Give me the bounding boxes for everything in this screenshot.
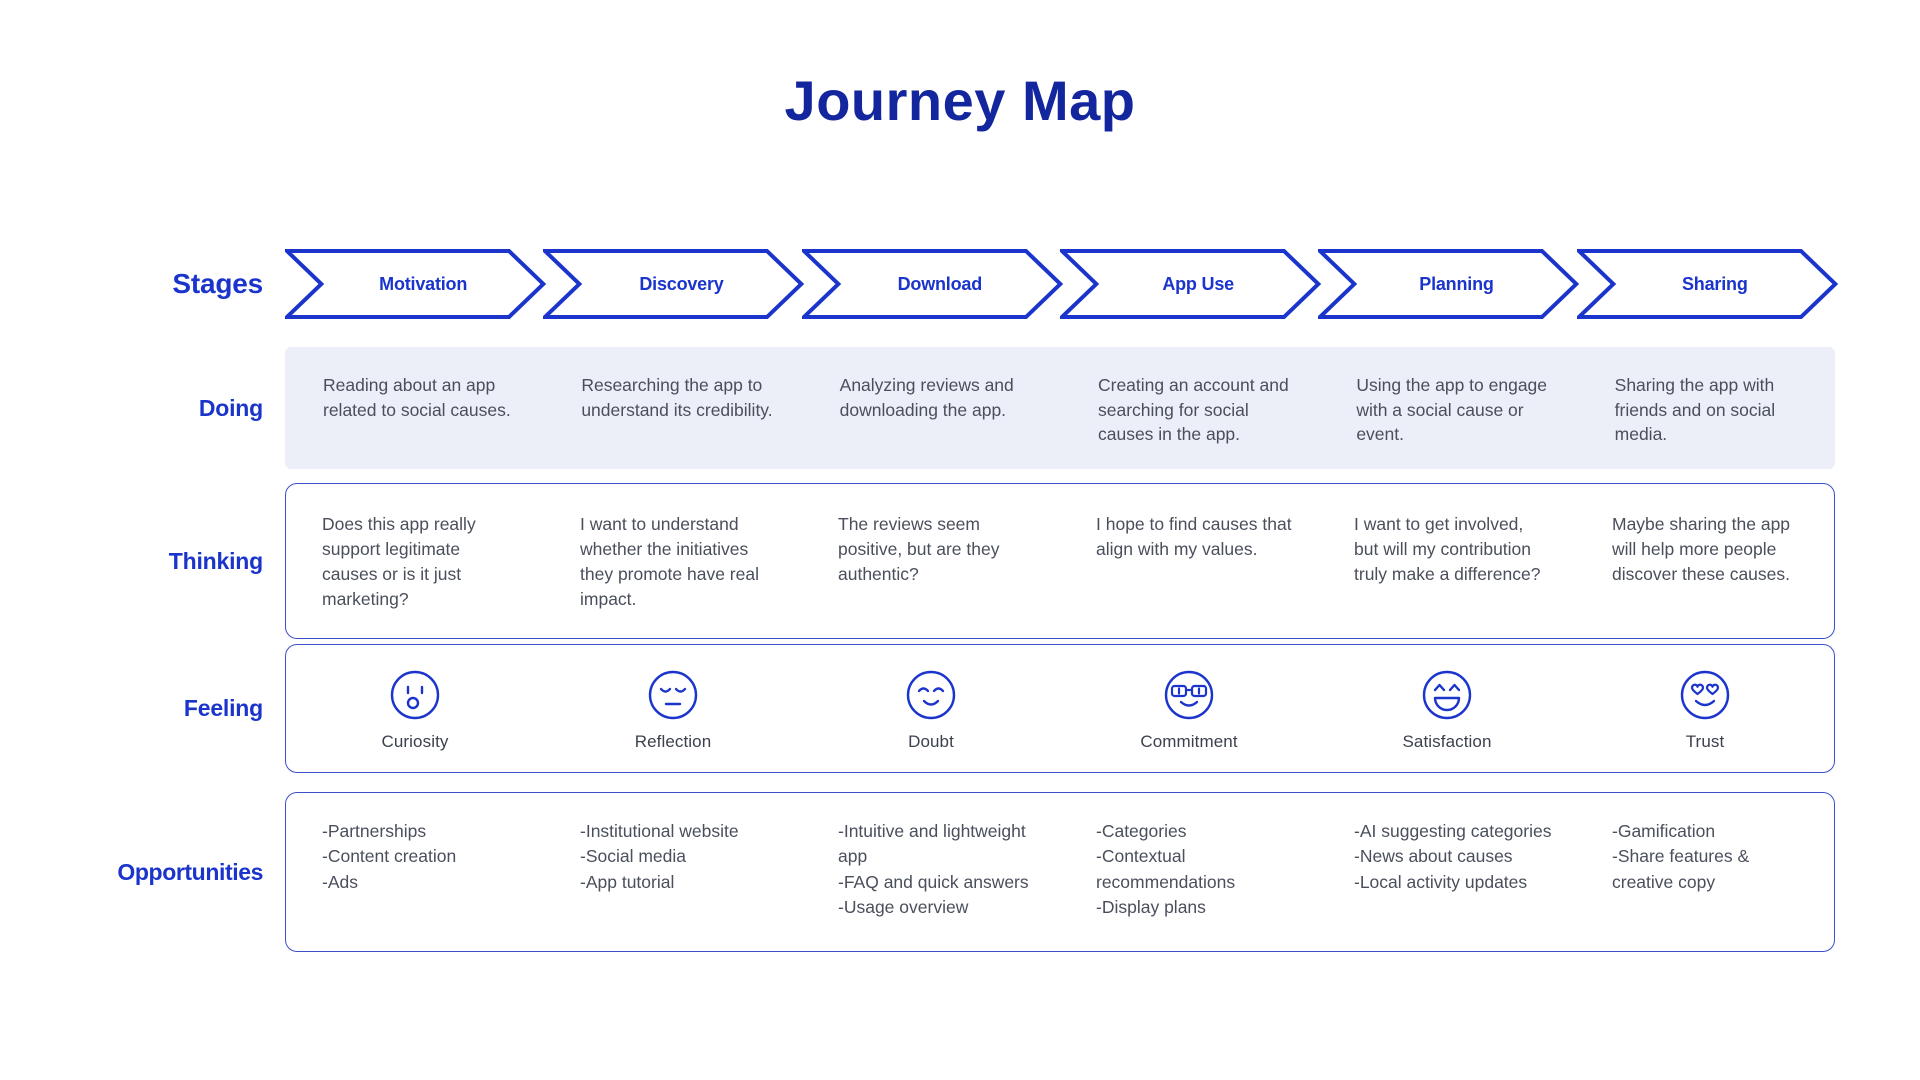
doing-cell: Reading about an app related to social c…	[285, 373, 543, 448]
face-glasses-icon	[1164, 670, 1214, 719]
thinking-text: Maybe sharing the app will help more peo…	[1612, 514, 1791, 584]
thinking-text: I want to get involved, but will my cont…	[1354, 514, 1541, 584]
stages-row-body: Motivation Discovery	[285, 248, 1838, 320]
stage-cell[interactable]: App Use	[1059, 248, 1322, 320]
doing-cell: Using the app to engage with a social ca…	[1318, 373, 1576, 448]
opportunities-text: -Institutional website -Social media -Ap…	[580, 821, 739, 892]
stage-label: Discovery	[639, 273, 724, 294]
doing-cell: Researching the app to understand its cr…	[543, 373, 801, 448]
chevron-shape-icon	[1059, 249, 1322, 319]
feeling-label: Reflection	[634, 731, 712, 751]
stage-label: Sharing	[1682, 273, 1748, 294]
thinking-text: Does this app really support legitimate …	[322, 514, 476, 609]
face-closed-eyes-icon	[648, 670, 698, 719]
chevron-shape-icon	[1576, 249, 1838, 319]
feeling-cell: Reflection	[544, 669, 802, 752]
feeling-panel: Curiosity Reflection	[285, 643, 1835, 773]
doing-row: Doing Reading about an app related to so…	[0, 343, 1920, 473]
opportunities-row: Opportunities -Partnerships -Content cre…	[0, 788, 1920, 956]
feeling-label: Trust	[1685, 731, 1725, 751]
stage-chevron-sharing[interactable]: Sharing	[1576, 248, 1839, 320]
stage-cell[interactable]: Motivation	[285, 248, 547, 320]
stage-chevron-planning[interactable]: Planning	[1318, 248, 1580, 320]
doing-row-body: Reading about an app related to social c…	[285, 346, 1835, 470]
doing-text: Analyzing reviews and downloading the ap…	[839, 374, 1014, 420]
face-surprised-icon	[390, 670, 440, 719]
doing-cell: Creating an account and searching for so…	[1060, 373, 1318, 448]
page-title: Journey Map	[784, 69, 1136, 132]
opportunities-cell: -AI suggesting categories -News about ca…	[1318, 819, 1576, 927]
feeling-cell: Satisfaction	[1318, 669, 1576, 752]
opportunities-cell: -Categories -Contextual recommendations …	[1060, 819, 1318, 927]
thinking-panel: Does this app really support legitimate …	[285, 483, 1835, 639]
opportunities-panel: -Partnerships -Content creation -Ads -In…	[285, 792, 1835, 952]
doing-text: Sharing the app with friends and on soci…	[1614, 374, 1776, 445]
face-heart-eyes-icon	[1680, 670, 1730, 719]
opportunities-row-label: Opportunities	[117, 858, 263, 885]
opportunities-cell: -Institutional website -Social media -Ap…	[544, 819, 802, 927]
feeling-cell: Curiosity	[286, 669, 544, 752]
doing-panel: Reading about an app related to social c…	[285, 346, 1835, 470]
stage-chevron-app-use[interactable]: App Use	[1059, 248, 1322, 320]
thinking-cell: I hope to find causes that align with my…	[1060, 512, 1318, 611]
chevron-shape-icon	[801, 249, 1063, 319]
stage-cell[interactable]: Sharing	[1576, 248, 1838, 320]
thinking-row-label: Thinking	[168, 547, 263, 574]
stages-row: Stages Motivation Di	[0, 245, 1920, 323]
stages-cells: Motivation Discovery	[285, 248, 1838, 320]
stage-label: Planning	[1419, 273, 1494, 294]
stage-label: App Use	[1162, 273, 1234, 294]
stages-row-label: Stages	[172, 268, 263, 299]
stage-cell[interactable]: Download	[801, 248, 1063, 320]
opportunities-text: -Partnerships -Content creation -Ads	[322, 821, 457, 892]
chevron-shape-icon	[285, 249, 547, 319]
thinking-row-body: Does this app really support legitimate …	[285, 483, 1835, 639]
feeling-row: Feeling Curiosity	[0, 642, 1920, 774]
opportunities-row-body: -Partnerships -Content creation -Ads -In…	[285, 792, 1835, 952]
doing-row-label: Doing	[198, 394, 263, 421]
feeling-label: Satisfaction	[1402, 731, 1492, 751]
feeling-label: Curiosity	[381, 731, 449, 751]
feeling-label: Doubt	[908, 731, 954, 751]
opportunities-text: -AI suggesting categories -News about ca…	[1354, 821, 1552, 892]
stage-chevron-motivation[interactable]: Motivation	[285, 248, 547, 320]
stage-label: Motivation	[379, 273, 468, 294]
stage-cell[interactable]: Planning	[1318, 248, 1580, 320]
thinking-cell: Does this app really support legitimate …	[286, 512, 544, 611]
thinking-text: The reviews seem positive, but are they …	[838, 514, 1000, 584]
opportunities-text: -Gamification -Share features & creative…	[1612, 821, 1750, 892]
stage-chevron-discovery[interactable]: Discovery	[543, 248, 805, 320]
face-grin-icon	[1422, 670, 1472, 719]
doing-text: Creating an account and searching for so…	[1097, 374, 1289, 445]
feeling-label: Commitment	[1140, 731, 1238, 751]
doing-cell: Analyzing reviews and downloading the ap…	[802, 373, 1060, 448]
thinking-cell: Maybe sharing the app will help more peo…	[1576, 512, 1834, 611]
opportunities-text: -Intuitive and lightweight app -FAQ and …	[838, 821, 1029, 918]
opportunities-cell: -Partnerships -Content creation -Ads	[286, 819, 544, 927]
thinking-row: Thinking Does this app really support le…	[0, 483, 1920, 639]
doing-text: Reading about an app related to social c…	[323, 374, 511, 420]
doing-cell: Sharing the app with friends and on soci…	[1577, 373, 1835, 448]
stage-cell[interactable]: Discovery	[543, 248, 805, 320]
chevron-shape-icon	[1318, 249, 1580, 319]
thinking-text: I hope to find causes that align with my…	[1096, 514, 1292, 560]
thinking-cell: The reviews seem positive, but are they …	[802, 512, 1060, 611]
feeling-row-body: Curiosity Reflection	[285, 643, 1835, 773]
feeling-cell: Trust	[1576, 669, 1834, 752]
stage-chevron-download[interactable]: Download	[801, 248, 1064, 320]
doing-text: Using the app to engage with a social ca…	[1356, 374, 1548, 445]
thinking-text: I want to understand whether the initiat…	[580, 514, 759, 609]
feeling-cell: Commitment	[1060, 669, 1318, 752]
doing-text: Researching the app to understand its cr…	[581, 374, 773, 420]
face-smirk-icon	[906, 670, 956, 719]
opportunities-cell: -Gamification -Share features & creative…	[1576, 819, 1834, 927]
chevron-shape-icon	[543, 249, 805, 319]
opportunities-text: -Categories -Contextual recommendations …	[1096, 821, 1236, 918]
feeling-row-label: Feeling	[183, 694, 263, 721]
feeling-cell: Doubt	[802, 669, 1060, 752]
opportunities-cell: -Intuitive and lightweight app -FAQ and …	[802, 819, 1060, 927]
thinking-cell: I want to understand whether the initiat…	[544, 512, 802, 611]
stage-label: Download	[897, 273, 983, 294]
thinking-cell: I want to get involved, but will my cont…	[1318, 512, 1576, 611]
